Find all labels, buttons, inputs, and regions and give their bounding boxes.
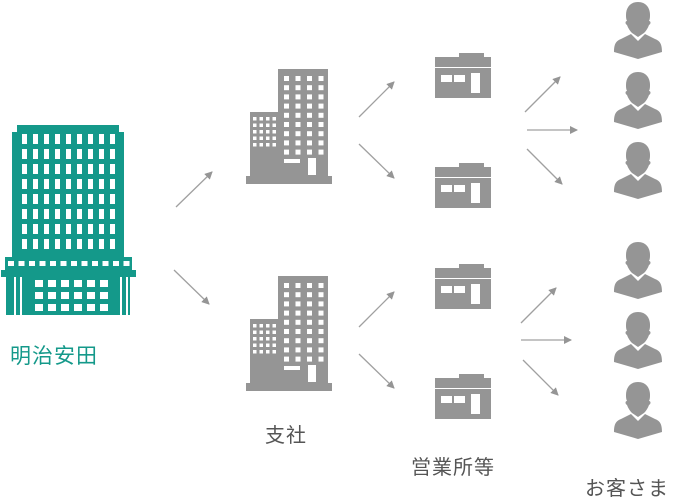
arrow-branch2-to-office-4 xyxy=(358,353,395,389)
branch-label: 支社 xyxy=(265,423,307,447)
person-icon-4 xyxy=(614,242,662,299)
person-icon-5 xyxy=(614,312,662,369)
branch-building-icon-1 xyxy=(246,69,332,184)
sales-office-label: 営業所等 xyxy=(411,455,495,479)
sales-office-icon-4 xyxy=(435,374,491,419)
arrow-office-to-customer-1 xyxy=(524,76,561,113)
arrow-hq-to-branch-2 xyxy=(173,269,210,305)
sales-office-icon-3 xyxy=(435,264,491,309)
arrow-hq-to-branch-1 xyxy=(175,171,213,208)
branch-building-icon-2 xyxy=(246,276,332,391)
sales-office-icon-2 xyxy=(435,163,491,208)
person-icon-3 xyxy=(614,142,662,199)
person-icon-1 xyxy=(614,2,662,59)
headquarters-label: 明治安田 xyxy=(10,344,98,368)
person-icon-6 xyxy=(614,382,662,439)
headquarters-building-icon xyxy=(1,125,136,315)
arrow-office-to-customer-6 xyxy=(522,359,559,396)
arrow-branch1-to-office-1 xyxy=(358,81,395,118)
arrow-office-to-customer-4 xyxy=(520,287,557,324)
customers-label: お客さま xyxy=(585,476,669,500)
sales-office-icon-1 xyxy=(435,53,491,98)
arrow-branch2-to-office-3 xyxy=(358,291,395,328)
arrow-office-to-customer-3 xyxy=(526,148,563,185)
person-icon-2 xyxy=(614,72,662,129)
arrow-branch1-to-office-2 xyxy=(358,143,395,179)
